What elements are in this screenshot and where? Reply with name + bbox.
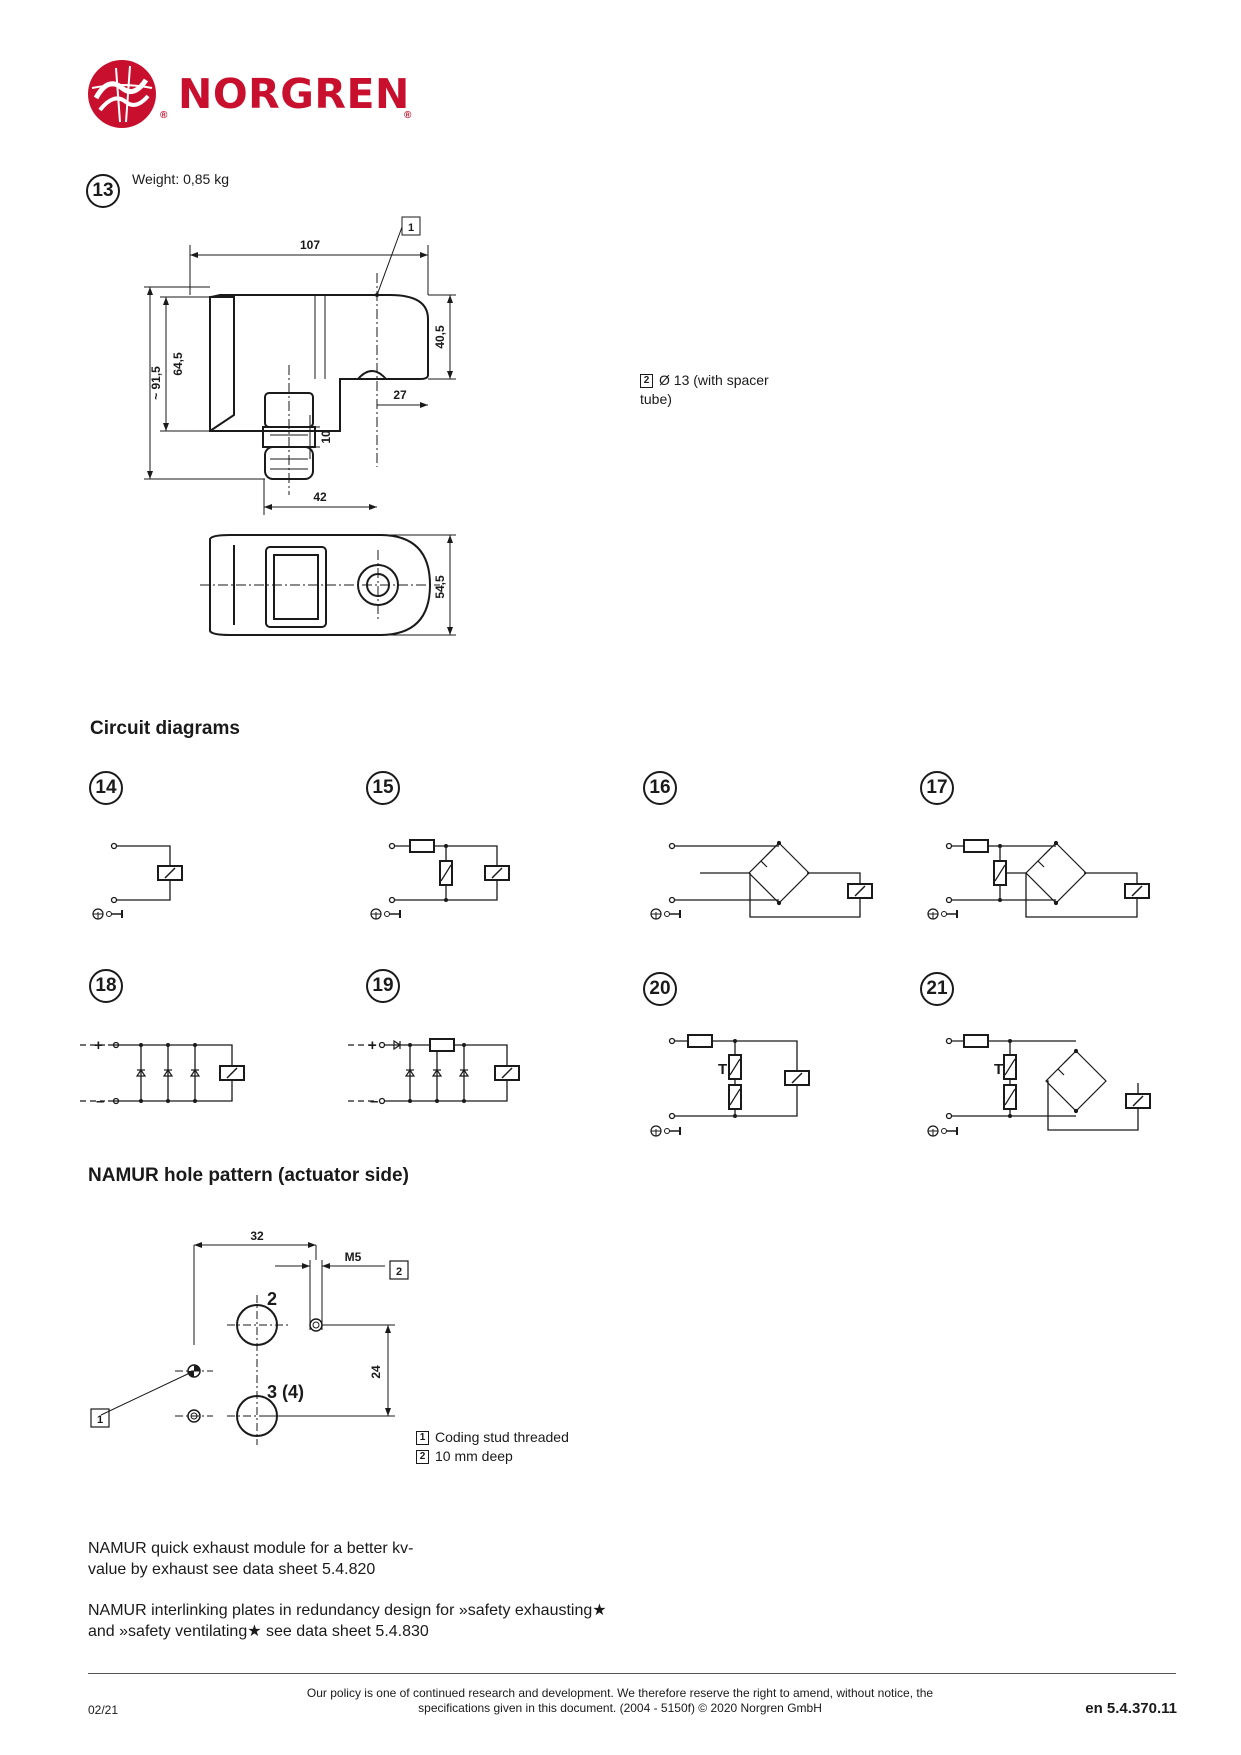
legend-box-2: 2 [416,1450,429,1465]
legend-text-2: 10 mm deep [435,1448,513,1464]
port-3-label: 3 (4) [267,1382,304,1402]
dim-24: 24 [369,1365,383,1379]
minus-label-19: – [370,1093,378,1110]
dimension-drawing-13: 107 40,5 64,5 ~ 91,5 27 10 42 54,5 1 [144,216,456,636]
callout-box-2: 2 [640,373,653,388]
figure-number-19: 19 [366,969,400,1003]
interlinking-plates-note: NAMUR interlinking plates in redundancy … [88,1602,607,1640]
figure-number-13: 13 [86,174,120,208]
dim-107: 107 [300,238,320,252]
legend-item-1: 1 Coding stud threaded [416,1428,636,1447]
dim-32: 32 [250,1229,264,1243]
brand-name: NORGREN [178,70,410,118]
namur-callout-1: 1 [97,1414,103,1426]
footer-date: 02/21 [88,1703,119,1717]
quick-exhaust-note: NAMUR quick exhaust module for a better … [88,1540,414,1578]
figure-number-21: 21 [920,972,954,1006]
figure-number-18: 18 [89,969,123,1003]
t-label-21: T [994,1061,1003,1078]
figure-number-20: 20 [643,972,677,1006]
dim-91-5: ~ 91,5 [149,366,163,400]
namur-title: NAMUR hole pattern (actuator side) [88,1165,409,1186]
plus-label-19: + [368,1037,377,1054]
figure-number-14: 14 [89,771,123,805]
footer-policy: Our policy is one of continued research … [306,1686,934,1715]
dim-54-5: 54,5 [433,575,447,599]
dim-64-5: 64,5 [171,352,185,376]
norgren-logo-icon [88,60,156,128]
plus-label-18: + [94,1037,103,1054]
footer-divider [88,1673,1176,1674]
dim-27: 27 [393,388,407,402]
port-2-label: 2 [267,1289,277,1309]
registered-mark: ® [160,110,168,121]
figure-number-16: 16 [643,771,677,805]
legend-text-1: Coding stud threaded [435,1429,569,1445]
namur-callout-2: 2 [396,1266,402,1278]
circuit-diagrams-title: Circuit diagrams [90,718,240,739]
dim-10: 10 [319,430,333,444]
legend-item-2: 2 10 mm deep [416,1447,636,1466]
dim-42: 42 [313,490,327,504]
legend-box-1: 1 [416,1431,429,1446]
figure-number-17: 17 [920,771,954,805]
circuit-diagrams-drawing: + – + – T T [80,839,1151,1137]
footer-doc-number: en 5.4.370.11 [1085,1700,1177,1717]
namur-legend: 1 Coding stud threaded 2 10 mm deep [416,1428,636,1466]
spacer-tube-text: Ø 13 (with spacer tube) [640,372,769,407]
callout-1: 1 [408,222,414,234]
minus-label-18: – [96,1093,104,1110]
dim-40-5: 40,5 [433,325,447,349]
dim-m5: M5 [345,1250,362,1264]
figure-number-15: 15 [366,771,400,805]
weight-label: Weight: 0,85 kg [132,171,230,187]
t-label-20: T [718,1061,727,1078]
registered-mark: ® [404,110,412,121]
namur-hole-pattern-drawing: 32 M5 24 2 3 (4) 2 1 [90,1229,409,1445]
